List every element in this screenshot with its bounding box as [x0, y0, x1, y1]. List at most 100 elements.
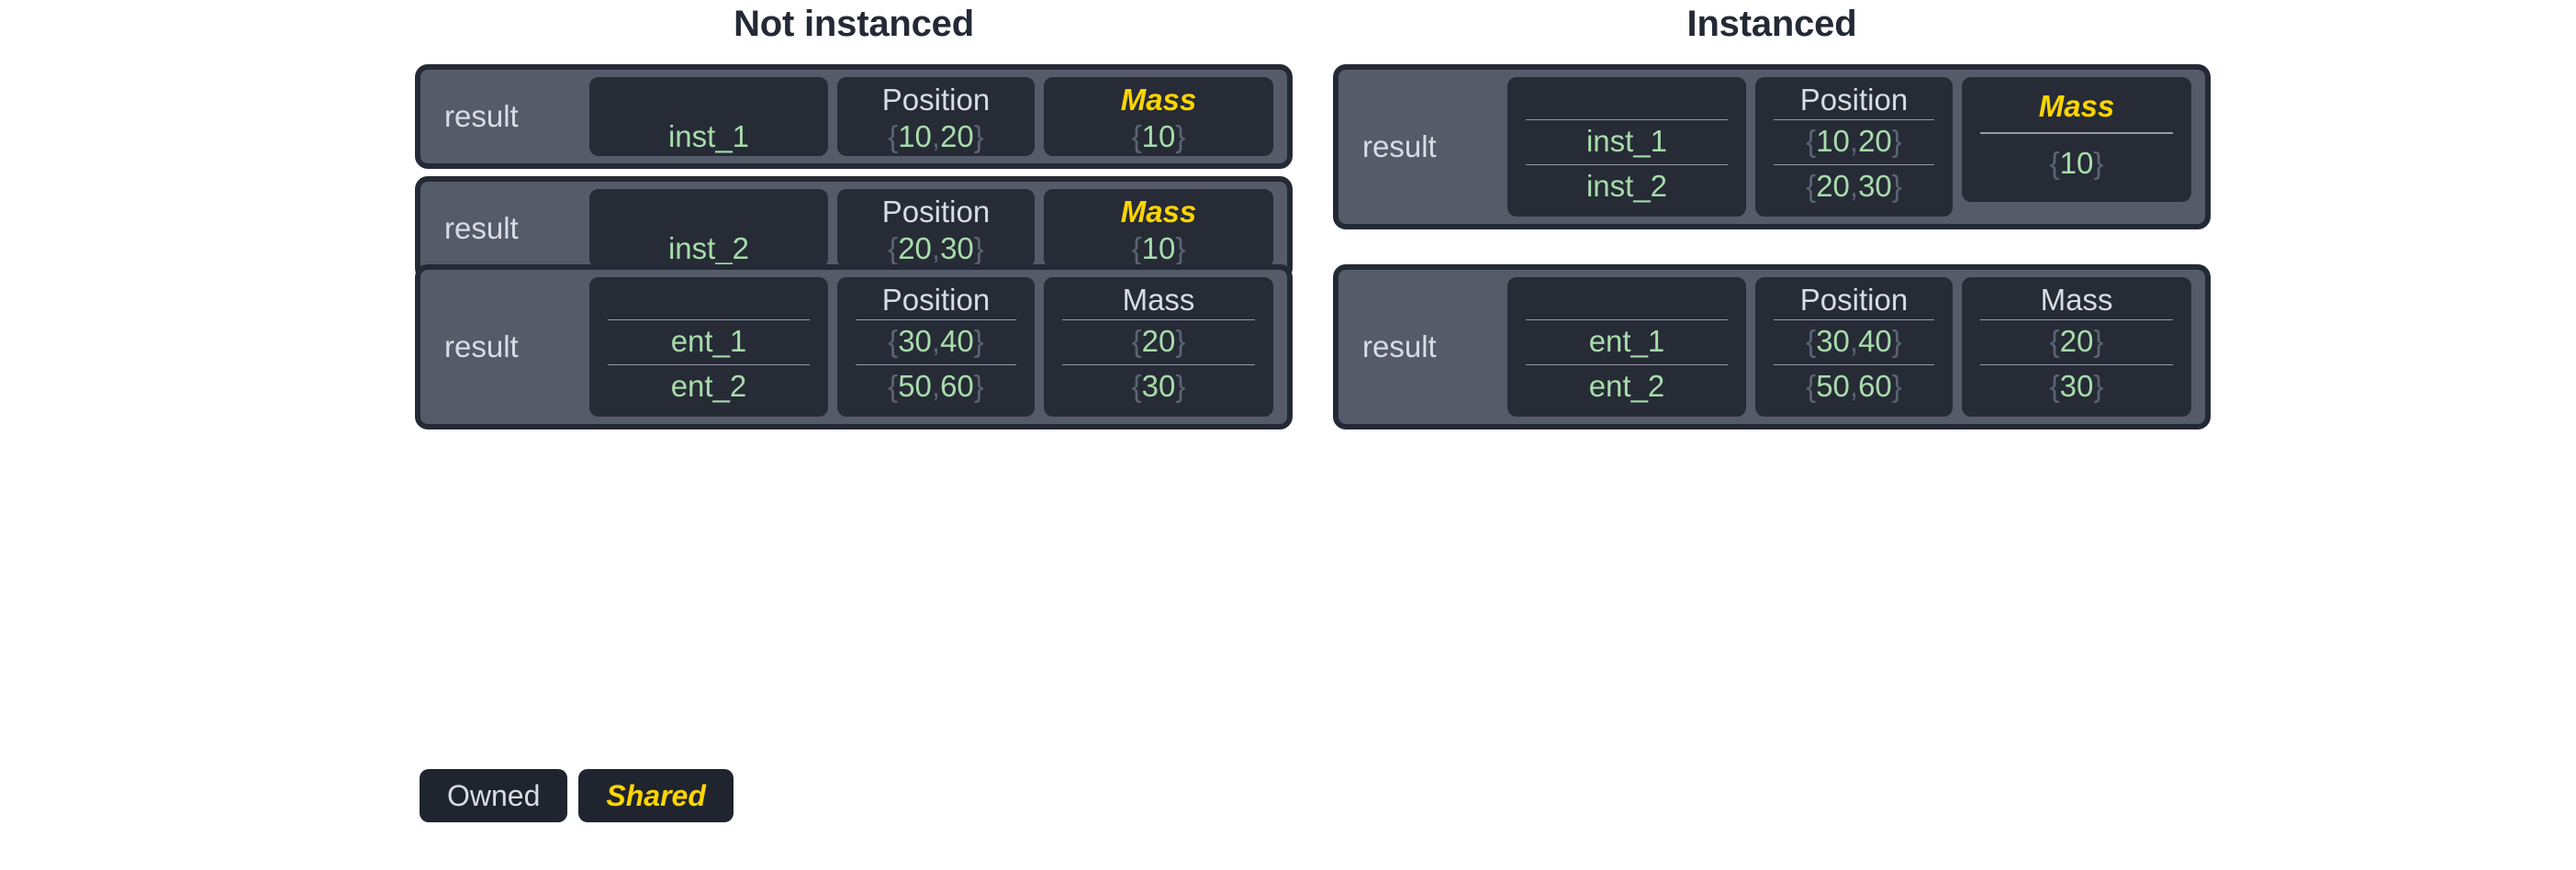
row-separator [608, 364, 810, 366]
brace-close: } [973, 324, 984, 359]
column-name: ent_1 ent_2 [1507, 277, 1746, 417]
brace-close: } [973, 231, 984, 265]
column-position: Position{30, 40}{50, 60} [1755, 277, 1953, 417]
column-mass: Mass{20}{30} [1044, 277, 1273, 417]
legend-owned-pill: Owned [420, 769, 568, 822]
column-position: Position{20, 30} [837, 189, 1035, 268]
row-separator [1980, 364, 2173, 366]
cell-value: 30 [940, 231, 974, 265]
card-label: result [1362, 329, 1437, 363]
cell-name: ent_2 [1520, 365, 1733, 407]
column-header: Position [881, 195, 991, 229]
brace-close: } [1891, 369, 1902, 404]
card-label: result [444, 211, 519, 245]
value-separator: , [1849, 324, 1859, 359]
cell-name: inst_2 [1520, 165, 1733, 207]
cell-position: {20, 30} [850, 231, 1022, 266]
header-separator [1062, 319, 1255, 321]
header-separator [1774, 119, 1934, 121]
cell-position: {50, 60} [1768, 365, 1940, 407]
column-mass: Mass{10} [1044, 189, 1273, 268]
cell-value: 30 [1141, 369, 1176, 404]
brace-close: } [1175, 369, 1186, 404]
row-separator [1774, 364, 1934, 366]
brace-close: } [1891, 324, 1902, 359]
column-name: inst_2 [589, 189, 828, 268]
brace-close: } [1891, 124, 1902, 159]
brace-close: } [2093, 146, 2104, 180]
column-mass: Mass{10} [1044, 77, 1273, 156]
card-label: result [444, 329, 519, 363]
panel-title: Instanced [1686, 4, 1857, 44]
column-header: Mass [2038, 89, 2115, 123]
card-label: result [1362, 129, 1437, 163]
column-header: Position [881, 83, 991, 117]
cell-value: 30 [898, 324, 932, 359]
cell-value: 20 [2059, 324, 2094, 359]
legend: Owned Shared [420, 769, 734, 822]
cell-value: 30 [2059, 369, 2094, 404]
row-separator [1062, 364, 1255, 366]
cell-value: 50 [1816, 369, 1850, 404]
brace-open: { [888, 119, 899, 153]
brace-close: } [2093, 324, 2104, 359]
brace-open: { [1806, 169, 1817, 204]
column-mass: Mass {20} {30} [1962, 277, 2191, 417]
brace-open: { [888, 324, 899, 359]
brace-close: } [1175, 119, 1186, 153]
row-separator [856, 364, 1016, 366]
cell-mass: {30} [1975, 365, 2178, 407]
brace-open: { [888, 369, 899, 404]
column-header: Position [881, 283, 991, 317]
cell-value: 20 [1141, 324, 1176, 359]
cell-position: {20, 30} [1768, 165, 1940, 207]
card-label: result [444, 99, 519, 133]
cell-value: 10 [1141, 231, 1176, 265]
brace-open: { [1806, 324, 1817, 359]
cell-position: {10, 20} [850, 119, 1022, 154]
cell-position: {10, 20} [1768, 120, 1940, 162]
header-separator [1980, 132, 2173, 134]
brace-open: { [1131, 369, 1142, 404]
cell-mass: {10} [1057, 231, 1260, 266]
cell-value: 20 [1816, 169, 1850, 204]
column-name: inst_1 [589, 77, 828, 156]
cell-name: inst_2 [602, 231, 815, 266]
column-header: Mass [1120, 195, 1197, 229]
brace-open: { [2049, 324, 2060, 359]
cell-value: 10 [2059, 146, 2094, 180]
cell-name: ent_1 [1520, 320, 1733, 362]
brace-close: } [973, 369, 984, 404]
brace-open: { [888, 231, 899, 265]
cell-value: inst_1 [667, 119, 750, 153]
column-header: Mass [1120, 83, 1197, 117]
header-separator [608, 319, 810, 321]
brace-open: { [1131, 231, 1142, 265]
row-separator [1526, 364, 1728, 366]
brace-open: { [1131, 324, 1142, 359]
cell-value: ent_2 [1588, 369, 1665, 404]
value-separator: , [931, 119, 941, 153]
cell-mass: {20} [1057, 320, 1260, 362]
cell-value: 10 [1141, 119, 1176, 153]
brace-open: { [1806, 369, 1817, 404]
header-separator [1980, 319, 2173, 321]
cell-position: {50, 60} [850, 365, 1022, 407]
brace-open: { [2049, 146, 2060, 180]
cell-value: 10 [1816, 124, 1850, 159]
column-header: Mass [2040, 283, 2113, 317]
cell-value: 40 [1858, 324, 1892, 359]
header-separator [1526, 319, 1728, 321]
value-separator: , [1849, 124, 1859, 159]
header-separator [1526, 119, 1728, 121]
